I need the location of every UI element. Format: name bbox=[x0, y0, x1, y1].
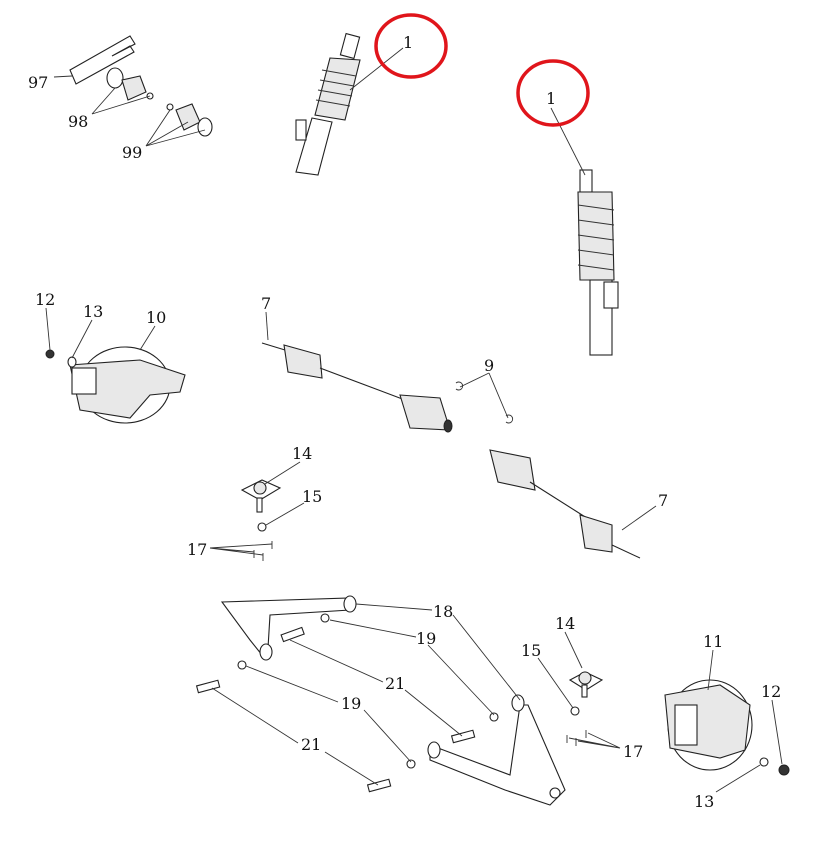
callout-13-right: 13 bbox=[694, 792, 714, 811]
part-1-shock-absorber-left bbox=[295, 32, 361, 176]
highlight-ring-1b bbox=[516, 59, 590, 127]
callout-17-right: 17 bbox=[623, 742, 643, 761]
callout-17-left: 17 bbox=[187, 540, 207, 559]
part-14-ball-joint-upper bbox=[240, 479, 282, 561]
part-7-drive-axle-upper bbox=[261, 342, 453, 433]
callout-13-left: 13 bbox=[83, 302, 103, 321]
leader-lines bbox=[45, 47, 783, 793]
part-14-ball-joint-lower bbox=[566, 671, 604, 746]
part-1-shock-absorber-right bbox=[577, 169, 619, 356]
callout-15-right: 15 bbox=[521, 641, 541, 660]
callout-18: 18 bbox=[433, 602, 453, 621]
callout-97: 97 bbox=[28, 73, 48, 92]
part-99-boot-kit bbox=[166, 103, 213, 137]
callout-14-right: 14 bbox=[555, 614, 575, 633]
callout-7-lower: 7 bbox=[658, 491, 668, 510]
part-18-a-arm-upper bbox=[220, 595, 357, 661]
callout-10: 10 bbox=[146, 308, 166, 327]
callout-9: 9 bbox=[484, 356, 494, 375]
part-9-circlips bbox=[455, 381, 514, 424]
part-19-21-bolts-nuts bbox=[195, 660, 499, 793]
callout-1-right-shock: 1 bbox=[546, 89, 556, 108]
part-97-tool-plate bbox=[69, 35, 136, 85]
part-18-a-arm-lower bbox=[427, 694, 566, 806]
callout-21-lower: 21 bbox=[301, 735, 321, 754]
part-10-steering-knuckle-left bbox=[45, 346, 186, 424]
part-11-steering-knuckle-right bbox=[664, 679, 790, 776]
part-7-drive-axle-lower bbox=[489, 449, 641, 559]
callout-98: 98 bbox=[68, 112, 88, 131]
callout-19-upper: 19 bbox=[416, 629, 436, 648]
callout-15-left: 15 bbox=[302, 487, 322, 506]
callout-11: 11 bbox=[703, 632, 723, 651]
callout-12-right: 12 bbox=[761, 682, 781, 701]
callout-19-lower: 19 bbox=[341, 694, 361, 713]
callout-21-upper: 21 bbox=[385, 674, 405, 693]
callout-12-left: 12 bbox=[35, 290, 55, 309]
callout-99: 99 bbox=[122, 143, 142, 162]
callout-7-upper: 7 bbox=[261, 294, 271, 313]
part-98-boot-kit bbox=[106, 67, 154, 101]
highlight-ring-1a bbox=[374, 13, 448, 79]
callout-14-left: 14 bbox=[292, 444, 312, 463]
callout-1-left-shock: 1 bbox=[403, 33, 413, 52]
